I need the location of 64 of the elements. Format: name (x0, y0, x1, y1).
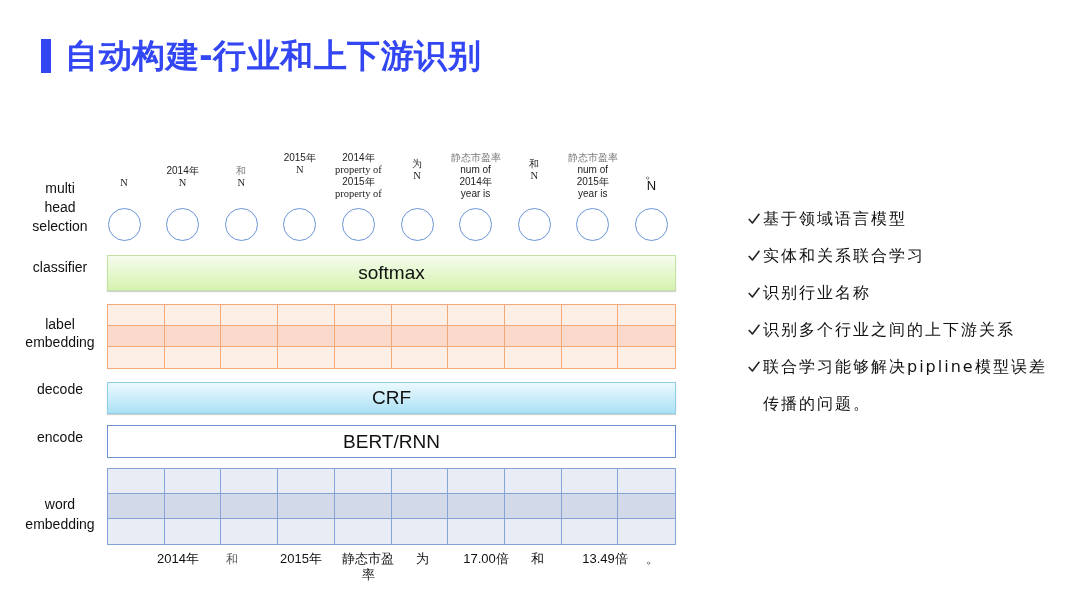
layer-name: label embedding (24, 315, 96, 351)
input-token: 2015年 (280, 551, 322, 567)
head-tag-label: num of (577, 164, 609, 176)
input-token: 。 (645, 551, 659, 567)
head-tag-label: 和 (529, 158, 540, 170)
layer-label: CRF (371, 387, 412, 409)
head-tag-label: N (296, 164, 304, 176)
head-tag-label: 2015年 (342, 176, 375, 188)
selection-circle (459, 207, 493, 241)
head-tag-label: year is (460, 188, 491, 200)
head-tag-label: N (646, 180, 657, 192)
head-tag-label: N (178, 177, 187, 189)
head-tag-label: N (120, 177, 128, 189)
head-tag-label: 2014年 (166, 165, 199, 177)
feature-text: 基于领域语言模型 (763, 208, 908, 230)
head-tag-label: 2015年 (576, 176, 609, 188)
selection-circle (166, 207, 200, 241)
layer-label: BERT/RNN (343, 430, 440, 453)
selection-circle (283, 207, 317, 241)
layer-band (107, 255, 676, 291)
input-token: 和 (530, 551, 544, 567)
layer-band (107, 425, 676, 458)
layer-label: softmax (358, 262, 425, 284)
head-tag-label: N (237, 177, 245, 189)
layer-name: classifier (32, 258, 88, 277)
input-token: 为 (415, 551, 429, 567)
selection-circle (517, 207, 551, 241)
layer-name: word embedding (24, 495, 96, 534)
head-tag-label: year is (578, 188, 608, 200)
head-tag-label: 静态市盈率 (567, 152, 618, 164)
selection-circle (107, 207, 141, 241)
selection-circle (400, 207, 434, 241)
feature-text: 联合学习能够解决pipline模型误差传播的问题。 (763, 356, 1048, 415)
selection-circle (634, 207, 668, 241)
feature-text: 识别行业名称 (763, 282, 872, 304)
head-tag-label: 为 (412, 158, 422, 170)
head-tag-label: property of (334, 164, 382, 176)
head-tag-label: N (413, 170, 421, 182)
head-tag-label: 静态市盈率 (450, 152, 501, 164)
head-tag-label: property of (334, 188, 382, 200)
head-tag-label: 2014年 (459, 176, 492, 188)
layer-name: decode (37, 379, 83, 399)
head-tag-label: 。 (644, 168, 658, 180)
selection-circle (341, 207, 375, 241)
layer-band (107, 382, 676, 414)
input-token: 2014年 (157, 551, 199, 567)
layer-name: multi head selection (31, 178, 89, 236)
embedding-grid (107, 304, 676, 369)
slide-title: 自动构建-行业和上下游识别 (65, 35, 482, 77)
feature-text: 实体和关系联合学习 (763, 245, 926, 267)
selection-circle (224, 207, 258, 241)
head-tag-label: 和 (236, 165, 247, 177)
input-token: 17.00倍 (463, 551, 509, 567)
input-token: 13.49倍 (582, 551, 628, 567)
input-token: 和 (226, 552, 238, 567)
feature-text: 识别多个行业之间的上下游关系 (763, 319, 1016, 341)
embedding-grid (107, 468, 676, 545)
input-token: 静态市盈率 (341, 551, 395, 583)
layer-name: encode (37, 427, 83, 447)
selection-circle (576, 207, 610, 241)
head-tag-label: 2014年 (342, 152, 375, 164)
head-tag-label: 2015年 (283, 152, 316, 164)
head-tag-label: num of (460, 164, 491, 176)
head-tag-label: N (530, 170, 538, 182)
